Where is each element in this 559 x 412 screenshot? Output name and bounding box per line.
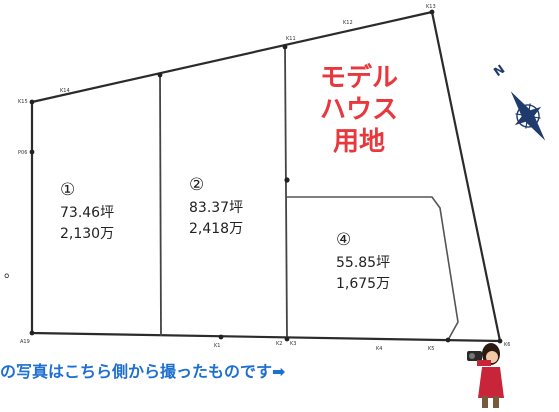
point-label: K15 <box>18 99 28 105</box>
lot-4-info: ④ 55.85坪 1,675万 <box>336 230 390 295</box>
model-house-line1: モデル <box>319 63 398 93</box>
point-label: K3 <box>290 341 296 347</box>
lot-1-area: 73.46坪 <box>60 205 115 221</box>
lot-divider-1-2 <box>159 74 162 337</box>
point-label: K1 <box>214 343 220 349</box>
model-house-line3: 用地 <box>332 127 385 157</box>
lot-2-info: ② 83.37坪 2,418万 <box>189 175 243 240</box>
compass-north-label: N <box>491 62 507 79</box>
point-label: K12 <box>343 20 353 26</box>
point-label: K14 <box>60 88 70 94</box>
point-label: K13 <box>426 4 436 10</box>
north-compass-icon <box>510 91 546 141</box>
point-label: K4 <box>376 346 382 352</box>
model-house-line2: ハウス <box>319 95 398 125</box>
lot-1-price: 2,130万 <box>60 226 115 242</box>
model-house-label: モデル ハウス 用地 <box>300 62 418 158</box>
point-label: K5 <box>428 346 434 352</box>
photo-direction-caption: の写真はこちら側から撮ったものです➡ <box>0 362 286 381</box>
lot-2-price: 2,418万 <box>189 221 244 237</box>
point-label: K2 <box>276 341 282 347</box>
point-label: K11 <box>286 36 296 42</box>
lot-2-area: 83.37坪 <box>189 200 244 216</box>
lot-4-area: 55.85坪 <box>336 255 391 271</box>
point-label: A19 <box>20 339 30 345</box>
lot-2-number: ② <box>189 175 205 195</box>
point-label: P06 <box>18 150 27 156</box>
lot-1-info: ① 73.46坪 2,130万 <box>60 180 114 245</box>
survey-point-labels: K13 K12 K11 K14 K15 P06 A19 K1 K2 K3 K4 … <box>18 4 510 352</box>
lot-1-number: ① <box>60 180 76 200</box>
survey-markers <box>29 9 503 344</box>
site-outer-boundary <box>30 10 502 343</box>
stray-mark: 。 <box>4 265 18 281</box>
lot-divider-2-model <box>284 46 288 340</box>
lot-4-price: 1,675万 <box>336 276 391 292</box>
lot-4-boundary <box>287 196 459 341</box>
point-label: K6 <box>504 342 510 348</box>
photographer-icon <box>467 343 504 408</box>
lot-4-number: ④ <box>336 230 352 250</box>
